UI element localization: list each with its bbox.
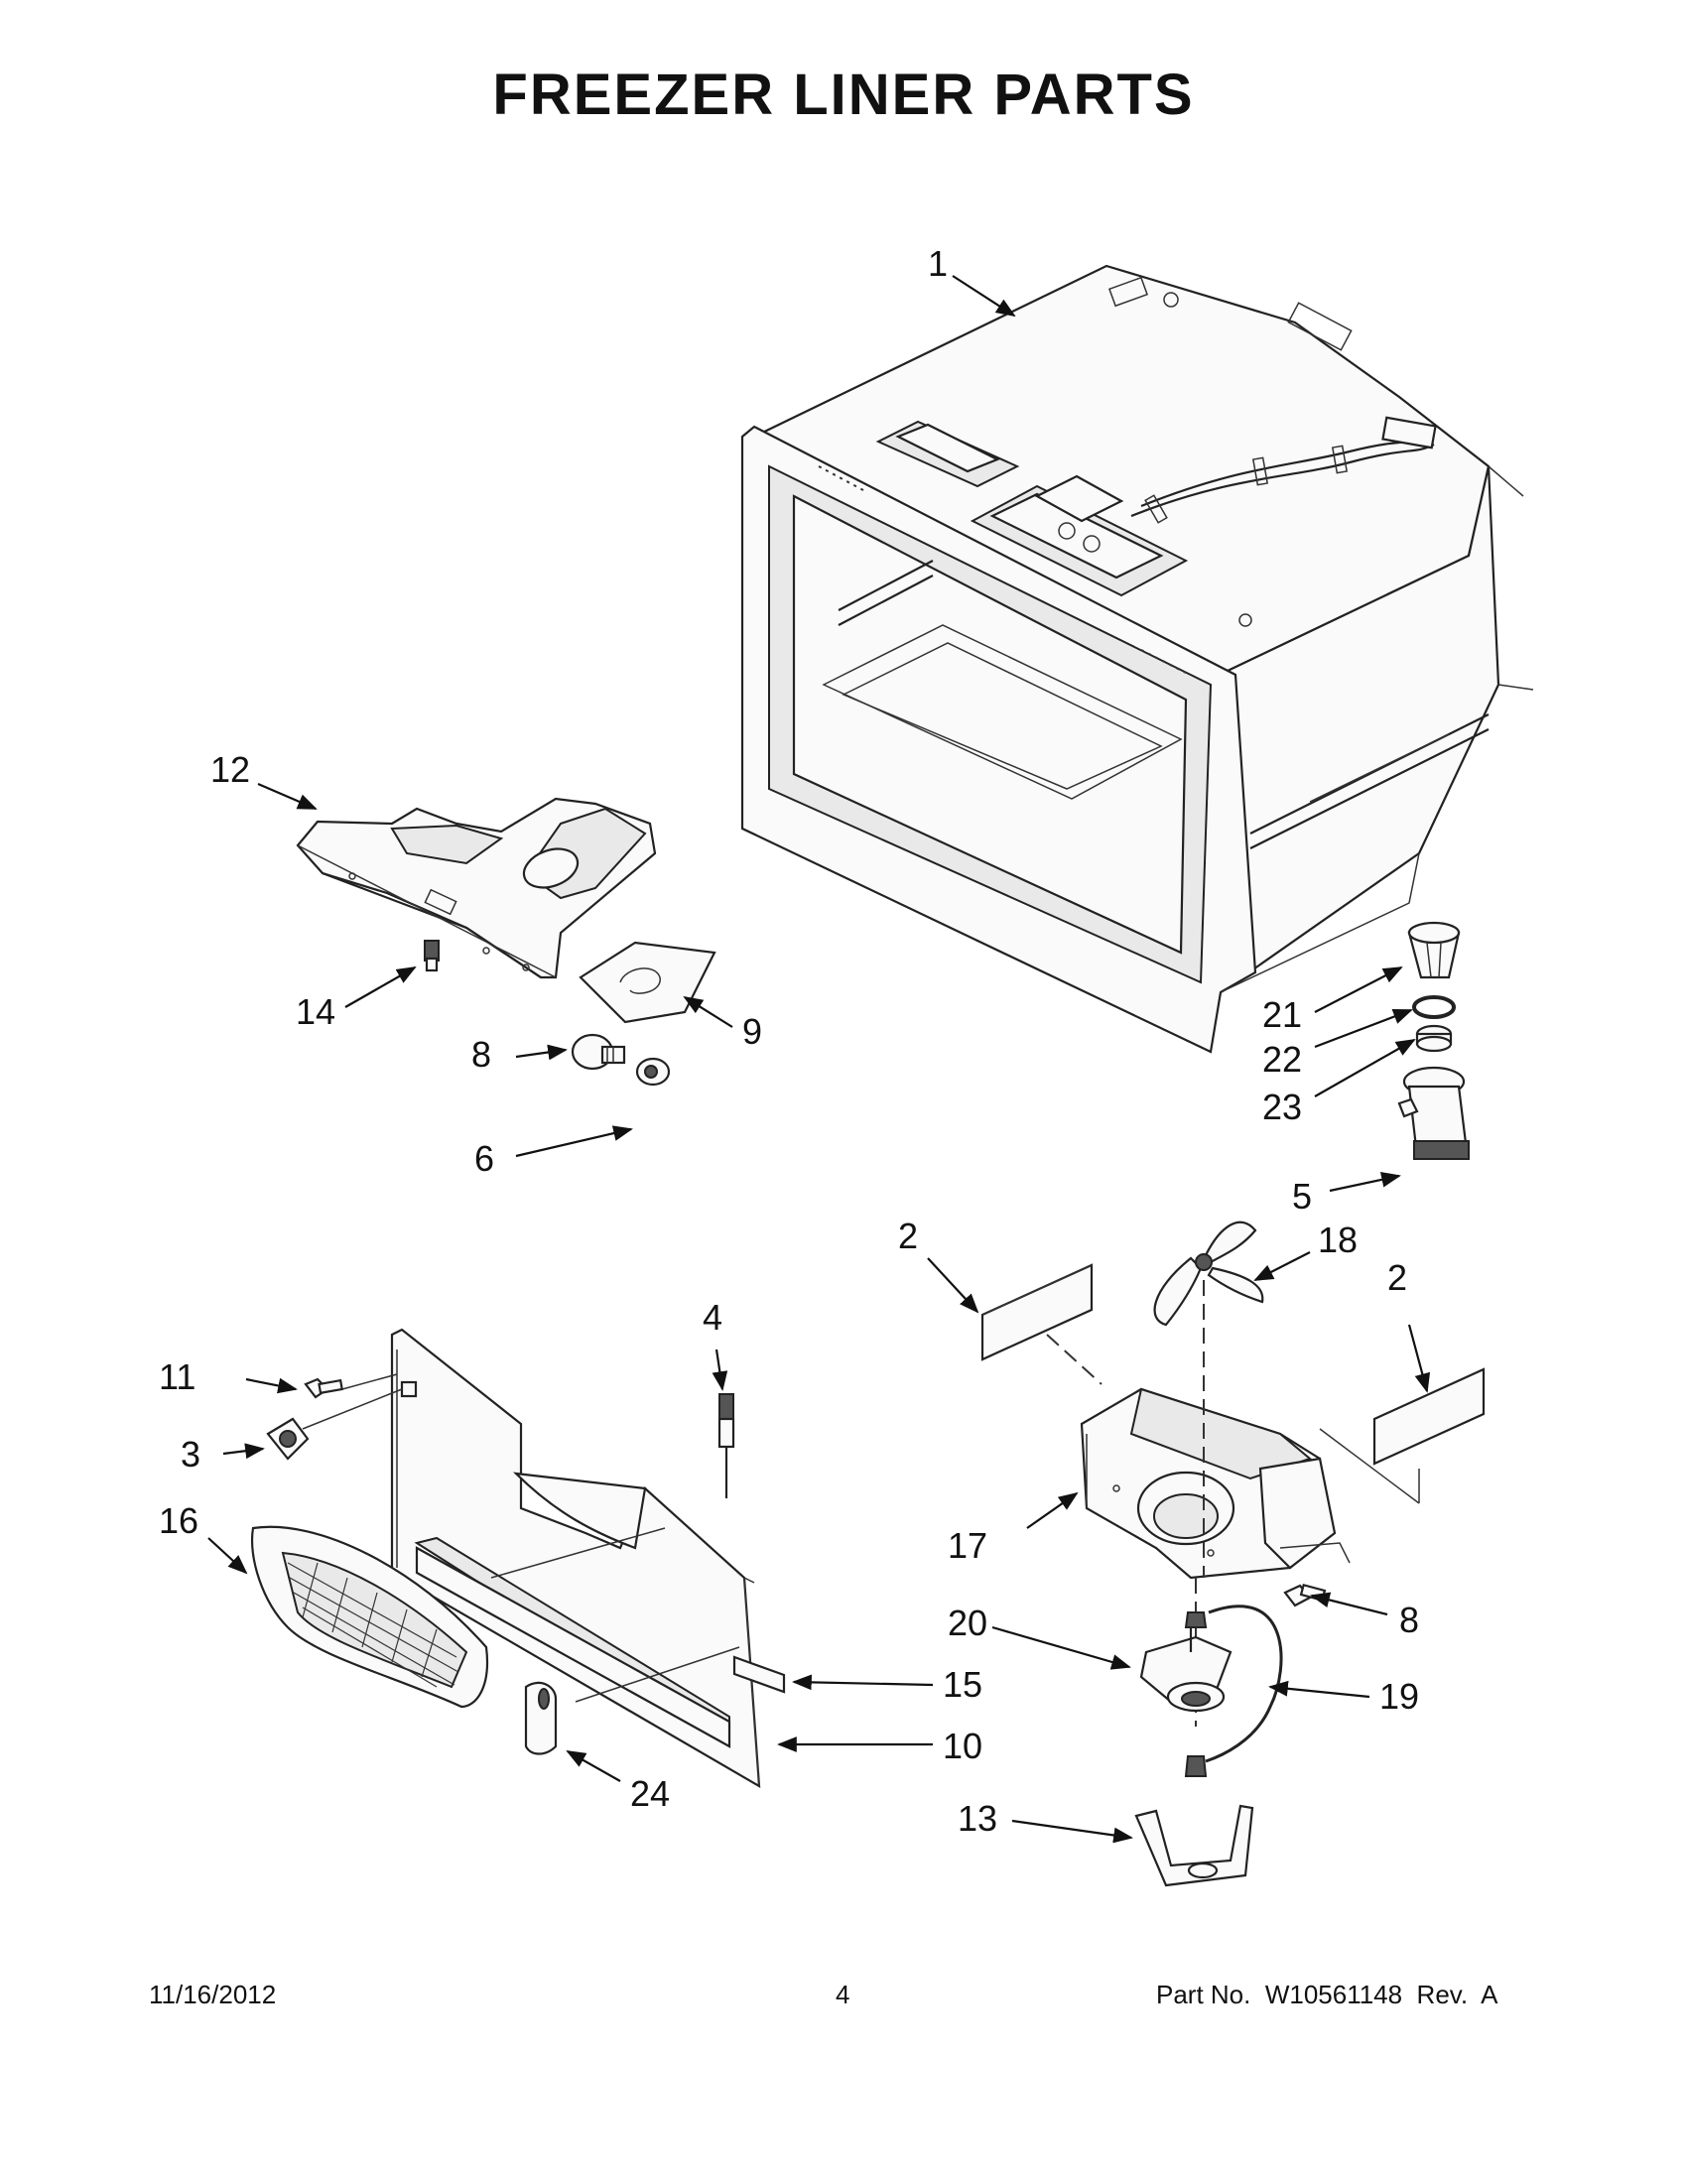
callout-11: 11 [159, 1356, 195, 1397]
screw-part-11 [304, 1377, 343, 1399]
freezer-liner-part [740, 264, 1534, 1054]
o-ring-part [1412, 995, 1456, 1019]
callout-20: 20 [948, 1603, 987, 1643]
callout-8-upper: 8 [471, 1034, 491, 1075]
callout-3: 3 [181, 1434, 200, 1475]
page-title: FREEZER LINER PARTS [492, 63, 1195, 127]
motor-bracket-part [1134, 1755, 1254, 1887]
rear-panel-part [390, 1328, 761, 1788]
drain-cup-part [1407, 921, 1461, 979]
callout-17: 17 [948, 1525, 987, 1566]
callout-18: 18 [1318, 1220, 1358, 1260]
insulation-block-right [1372, 1367, 1486, 1466]
callout-14: 14 [296, 991, 335, 1032]
callout-10: 10 [943, 1726, 982, 1766]
foam-strip-part [732, 1655, 786, 1694]
callout-15: 15 [943, 1664, 982, 1705]
callout-23: 23 [1262, 1087, 1302, 1127]
footer-part-number: Part No. W10561148 Rev. A [1156, 1980, 1498, 2009]
insulation-block-left [980, 1263, 1094, 1361]
light-bulb-part [571, 1033, 626, 1071]
callout-9: 9 [742, 1011, 762, 1052]
callout-19: 19 [1379, 1676, 1419, 1717]
footer-date: 11/16/2012 [149, 1980, 277, 2009]
callout-leaders [207, 275, 1431, 1844]
callout-16: 16 [159, 1500, 198, 1541]
callout-12: 12 [210, 749, 250, 790]
callout-22: 22 [1262, 1039, 1302, 1080]
grommet-part [1415, 1024, 1453, 1053]
fan-motor-part [1139, 1611, 1233, 1713]
callout-4: 4 [703, 1297, 722, 1338]
footer-page-number: 4 [836, 1980, 850, 2009]
light-socket-part [635, 1057, 671, 1087]
light-lens-part [524, 1681, 558, 1755]
callout-1: 1 [928, 243, 948, 284]
callout-6: 6 [474, 1138, 494, 1179]
socket-bracket-part [266, 1417, 310, 1461]
switch-part [424, 940, 440, 972]
fan-housing-part [1080, 1387, 1351, 1580]
callout-13: 13 [958, 1798, 997, 1839]
screw-part [1283, 1583, 1327, 1607]
callout-8-lower: 8 [1399, 1600, 1419, 1640]
callout-labels: 1 12 14 9 8 6 21 22 23 5 2 18 2 4 11 3 1… [159, 243, 1419, 1839]
fan-blade-part [1153, 1220, 1264, 1327]
callout-21: 21 [1262, 994, 1302, 1035]
callout-24: 24 [630, 1773, 670, 1814]
drain-trough-part [1397, 1066, 1470, 1160]
callout-2-left: 2 [898, 1216, 918, 1256]
duct-cover-part [296, 797, 657, 979]
callout-5: 5 [1292, 1176, 1312, 1217]
light-cover-grille-part [251, 1525, 489, 1709]
callout-2-right: 2 [1387, 1257, 1407, 1298]
thermistor-part [717, 1393, 735, 1498]
label-sheet-part [579, 941, 716, 1024]
